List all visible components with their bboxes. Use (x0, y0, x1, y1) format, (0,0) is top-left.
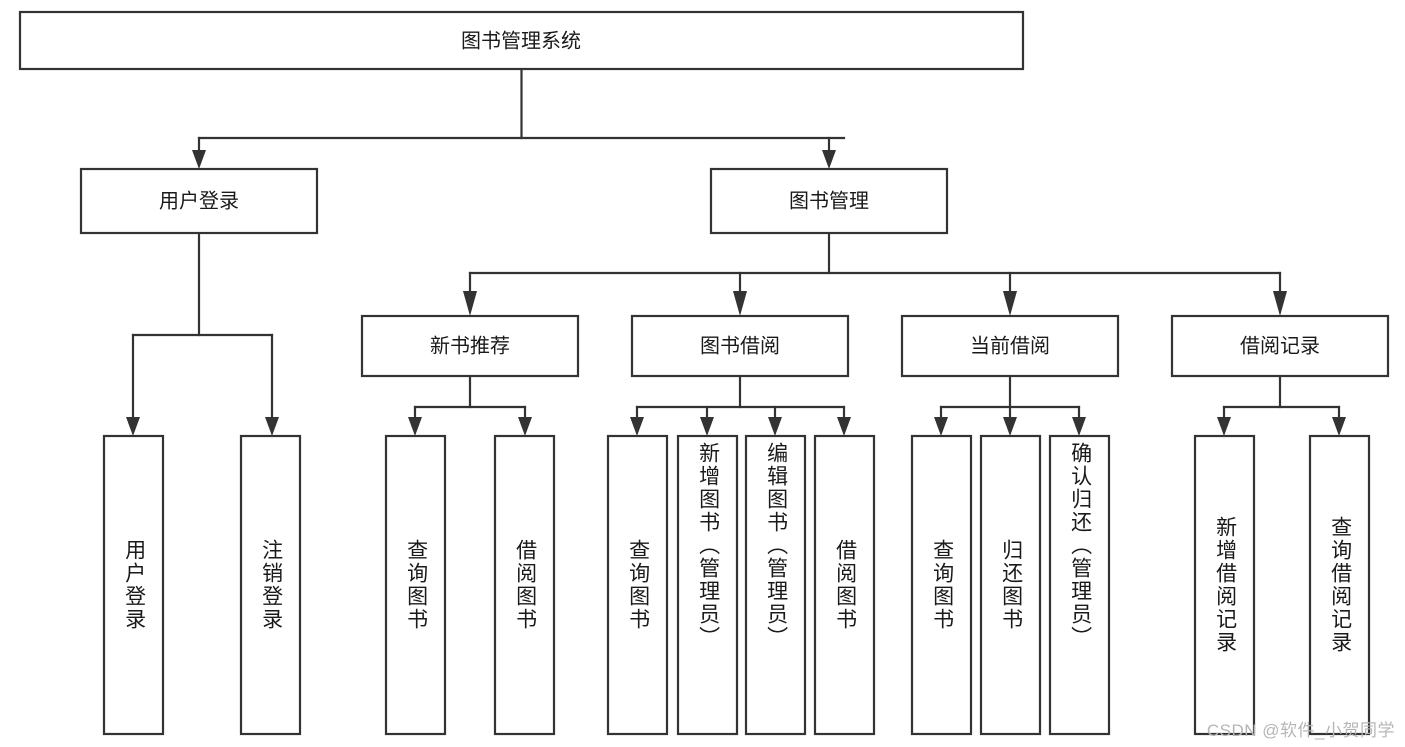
node-leaf-current-borrow-1[interactable] (979, 434, 1042, 736)
arrow-bookmanage-to-new-book (463, 291, 477, 316)
node-current-borrow-label: 当前借阅 (970, 334, 1050, 357)
arrow-newbook-leaf-2 (518, 417, 532, 436)
node-leaf-book-borrow-0[interactable] (606, 434, 669, 736)
node-new-book-recommend-label: 新书推荐 (430, 334, 510, 357)
connector-group (126, 67, 1346, 436)
node-leaf-user-login-0[interactable] (102, 434, 165, 736)
node-borrow-record-label: 借阅记录 (1240, 334, 1320, 357)
watermark-text: CSDN @软件_小贺同学 (1206, 721, 1395, 740)
arrow-bookmanage-to-book-borrow (733, 291, 747, 316)
node-root[interactable] (18, 10, 1025, 71)
arrow-currentborrow-leaf-2 (1003, 417, 1017, 436)
arrow-bookborrow-leaf-3 (768, 417, 782, 436)
node-leaf-new-book-0[interactable] (384, 434, 447, 736)
node-book-borrow-label: 图书借阅 (700, 334, 780, 357)
node-borrow-record[interactable] (1170, 314, 1390, 378)
arrow-bookmanage-to-borrow-record (1273, 291, 1287, 316)
arrow-bookborrow-leaf-1 (630, 417, 644, 436)
node-user-login-label: 用户登录 (159, 189, 239, 212)
node-current-borrow[interactable] (900, 314, 1120, 378)
node-leaf-new-book-1[interactable] (493, 434, 556, 736)
node-user-login[interactable] (79, 167, 319, 235)
node-leaf-user-login-1[interactable] (239, 434, 302, 736)
arrow-bookborrow-leaf-4 (837, 417, 851, 436)
arrow-currentborrow-leaf-1 (934, 417, 948, 436)
node-leaf-borrow-record-0[interactable] (1193, 434, 1256, 736)
arrow-root-to-book-manage (822, 150, 836, 169)
node-leaf-book-borrow-3[interactable] (813, 434, 876, 736)
arrow-bookmanage-to-current-borrow (1003, 291, 1017, 316)
arrow-borrowrecord-leaf-2 (1332, 417, 1346, 436)
node-new-book-recommend[interactable] (360, 314, 580, 378)
node-book-manage[interactable] (709, 167, 949, 235)
arrow-newbook-leaf-1 (408, 417, 422, 436)
node-root-label: 图书管理系统 (461, 29, 581, 52)
node-book-manage-label: 图书管理 (789, 189, 869, 212)
horizontal-label-group: 图书管理系统 用户登录 图书管理 新书推荐 图书借阅 当前借阅 借阅记录 (159, 29, 1320, 357)
arrow-userlogin-leaf-2 (265, 417, 279, 436)
arrow-root-to-user-login (192, 150, 206, 169)
node-leaf-borrow-record-1[interactable] (1308, 434, 1371, 736)
node-box-group (18, 10, 1390, 736)
arrow-borrowrecord-leaf-1 (1217, 417, 1231, 436)
node-book-borrow[interactable] (630, 314, 850, 378)
node-leaf-book-borrow-2[interactable] (744, 434, 807, 736)
node-leaf-book-borrow-1[interactable] (676, 434, 739, 736)
arrow-bookborrow-leaf-2 (700, 417, 714, 436)
arrow-userlogin-leaf-1 (126, 417, 140, 436)
node-leaf-current-borrow-0[interactable] (910, 434, 973, 736)
arrow-currentborrow-leaf-3 (1072, 417, 1086, 436)
node-leaf-current-borrow-2[interactable] (1048, 434, 1111, 736)
